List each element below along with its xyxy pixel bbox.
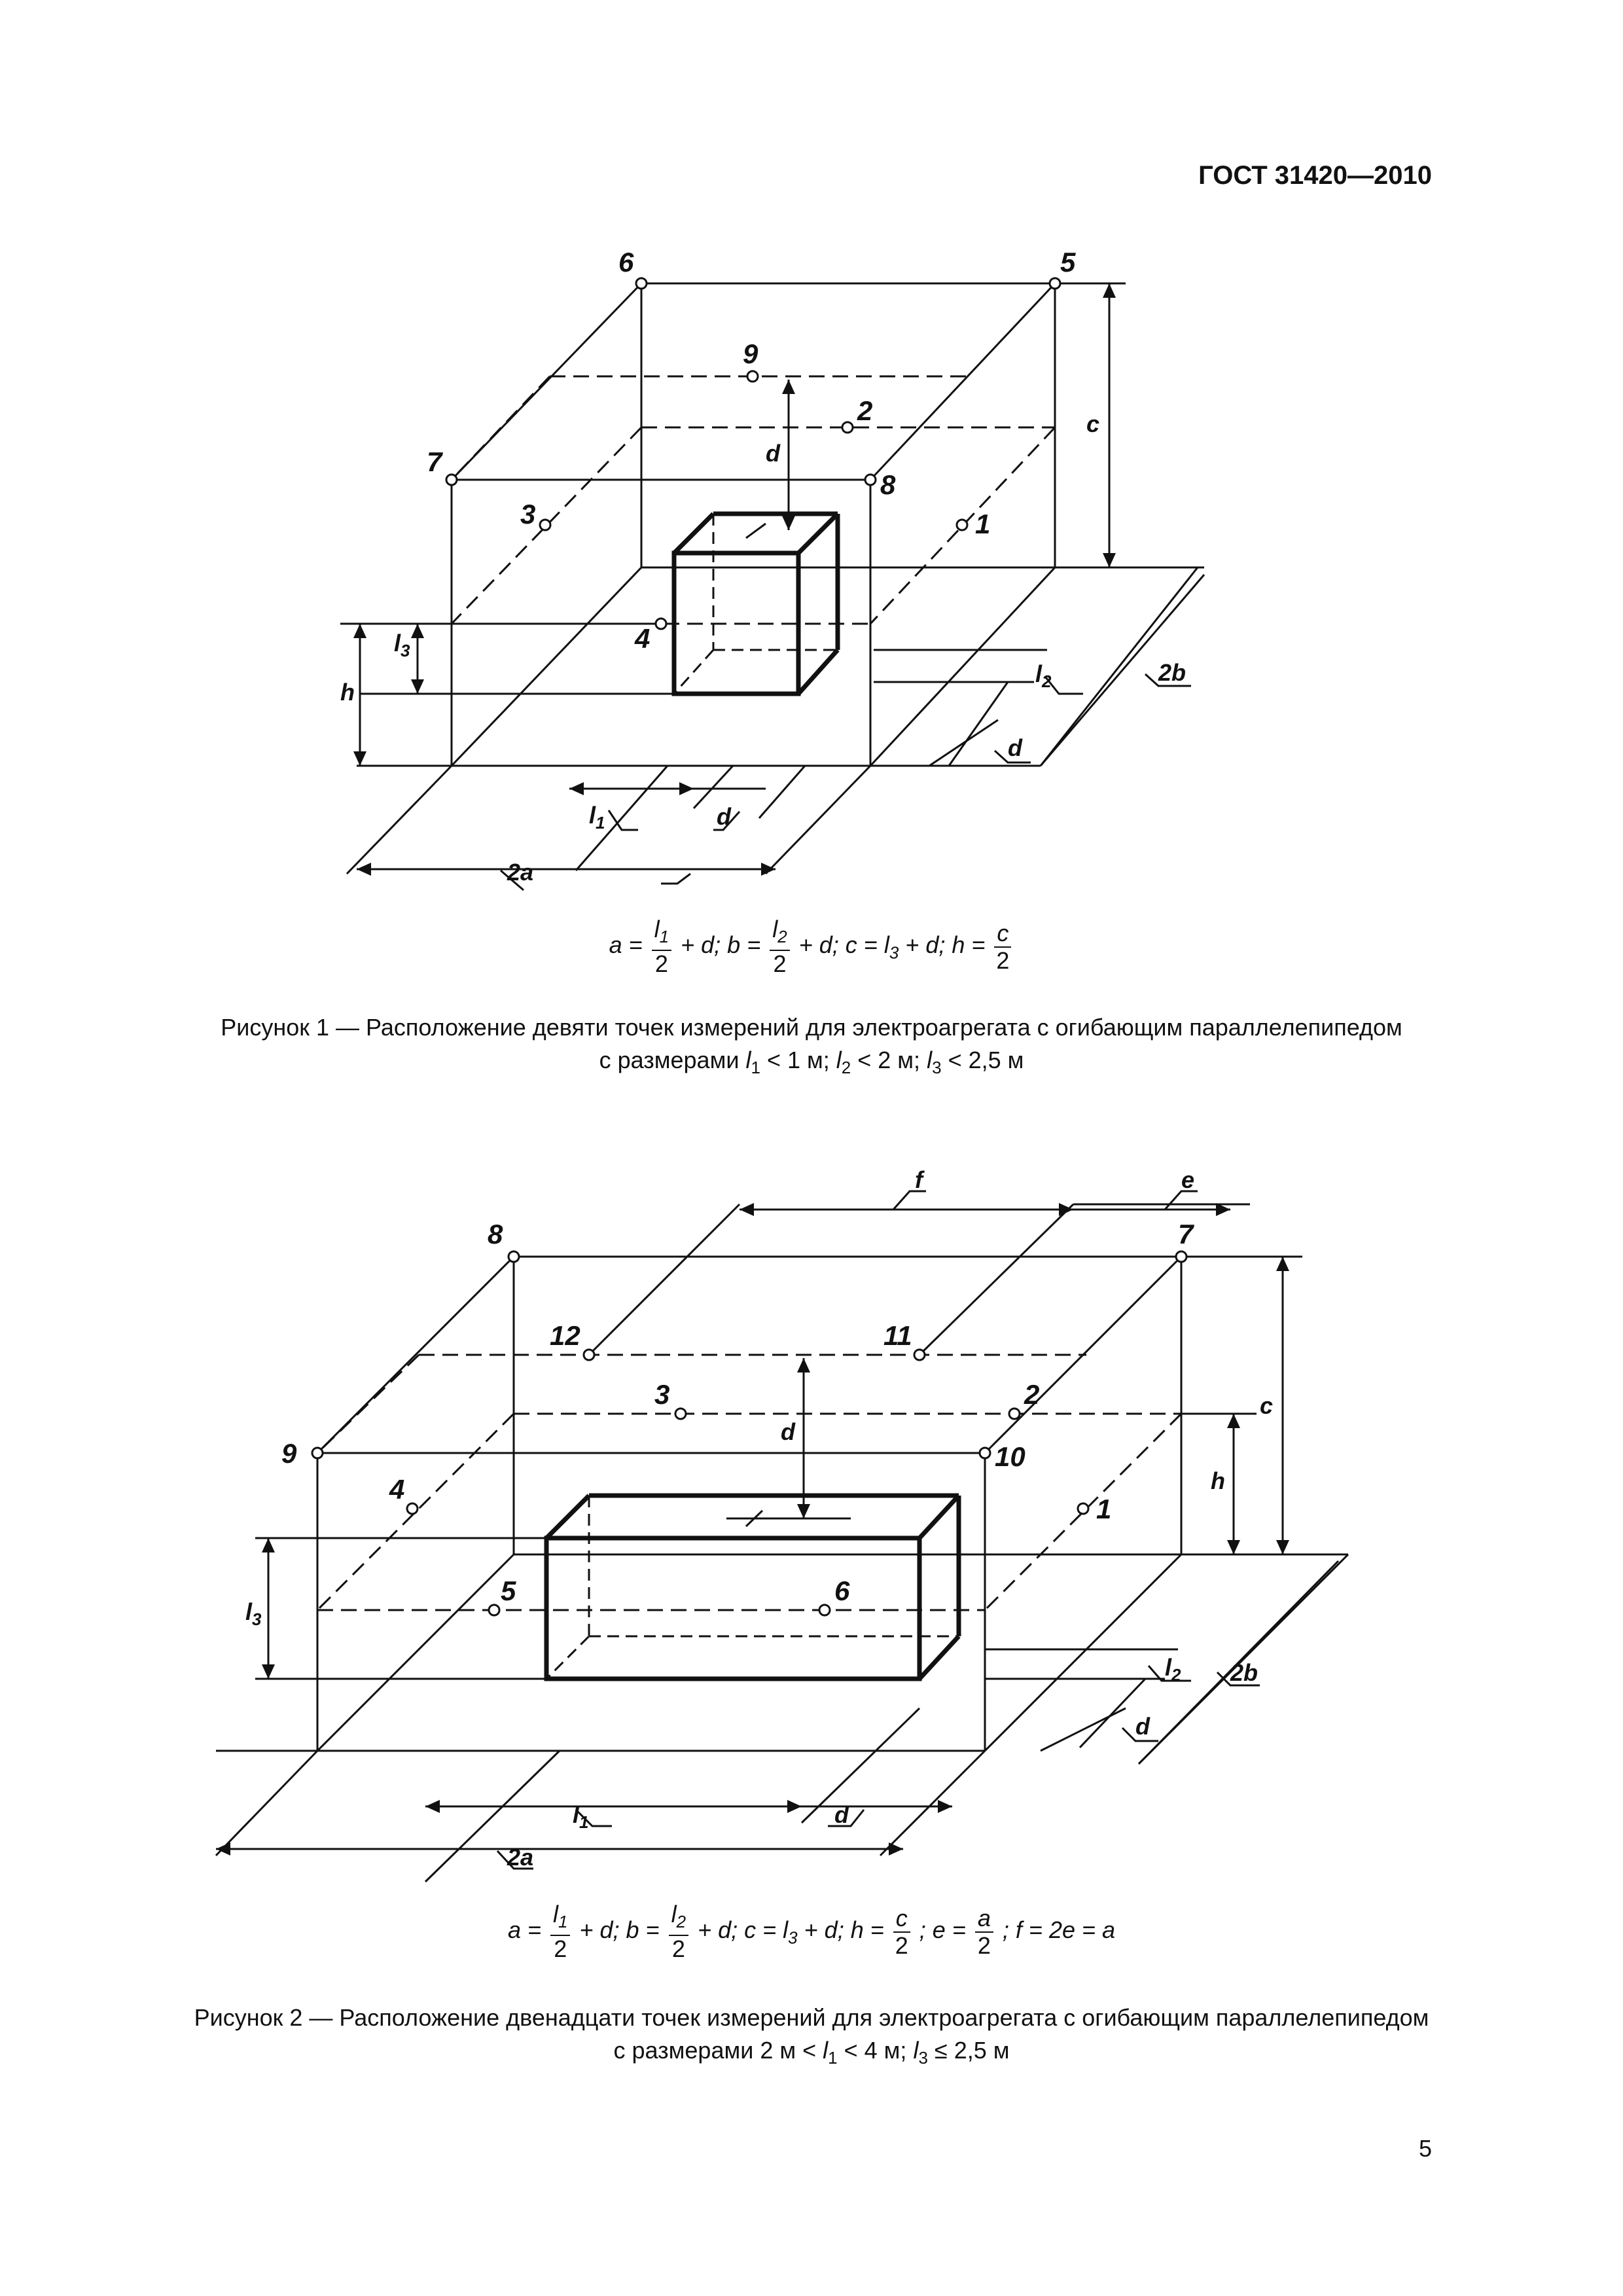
dim-label-l2: l2 (1165, 1654, 1181, 1685)
figure-1-caption-line1: Рисунок 1 — Расположение девяти точек из… (221, 1014, 1402, 1041)
point-label-5: 5 (1060, 247, 1076, 278)
floor-left (450, 566, 643, 767)
point-label-3: 3 (654, 1379, 669, 1410)
dim-label-d-bottom: d (834, 1801, 849, 1828)
dim-label-d-right: d (1135, 1713, 1150, 1740)
dim-label-l1: l1 (589, 802, 605, 833)
dim-label-l3: l3 (394, 630, 410, 660)
box-top-right (869, 282, 1056, 481)
dim-label-d-bottom: d (717, 803, 732, 830)
point-label-9: 9 (743, 338, 758, 369)
point-label-7: 7 (427, 446, 443, 477)
dim-label-d-vertical: d (781, 1418, 796, 1445)
point-label-5: 5 (501, 1575, 516, 1606)
dim-label-h: h (340, 679, 355, 706)
point-label-11: 11 (883, 1320, 912, 1351)
figure-1-caption-line2: с размерами l1 < 1 м; l2 < 2 м; l3 < 2,5… (599, 1047, 1024, 1078)
point-label-3: 3 (520, 499, 535, 529)
point-label-1: 1 (1096, 1494, 1111, 1524)
point-label-9: 9 (281, 1438, 297, 1469)
dim-label-2a: 2a (507, 1844, 533, 1871)
dim-label-h: h (1211, 1467, 1225, 1494)
dim-l2 (948, 681, 1009, 766)
figure-2-caption-line2: с размерами 2 м < l1 < 4 м; l3 ≤ 2,5 м (613, 2037, 1010, 2068)
dim-label-c: c (1260, 1392, 1273, 1419)
point-label-4: 4 (634, 623, 650, 654)
point-label-6: 6 (618, 247, 634, 278)
point-label-1: 1 (975, 509, 990, 539)
dim-2b (1137, 1560, 1340, 1765)
source-box-front (671, 550, 801, 696)
dim-label-d-right: d (1008, 734, 1023, 761)
dim-label-2b: 2b (1158, 659, 1186, 686)
figure-1-caption: Рисунок 1 — Расположение девяти точек из… (0, 1011, 1623, 1084)
point-label-12: 12 (550, 1320, 580, 1351)
dim-label-c: c (1086, 410, 1099, 437)
point-label-2: 2 (1024, 1379, 1039, 1410)
figure-2-diagram: 1 2 3 4 5 6 7 8 9 10 11 12 f e c h d l3 … (215, 1166, 1349, 1883)
dim-label-2b: 2b (1230, 1659, 1258, 1686)
dim-d-right (1040, 1707, 1126, 1752)
floor-right (869, 566, 1056, 767)
dim-2b (1039, 574, 1205, 766)
standard-header: ГОСТ 31420—2010 (1198, 161, 1432, 190)
dim-l2 (1079, 1677, 1147, 1749)
point-label-10: 10 (995, 1441, 1026, 1472)
dim-label-l1: l1 (573, 1801, 588, 1832)
dim-label-d-vertical: d (766, 440, 781, 467)
figure-1-diagram: 1 2 3 4 5 6 7 8 9 c d h l3 l2 2b d l1 d … (340, 247, 1205, 891)
point-label-8: 8 (880, 469, 896, 500)
point-label-7: 7 (1178, 1219, 1194, 1249)
figure-2-caption-line1: Рисунок 2 — Расположение двенадцати точе… (194, 2004, 1429, 2031)
point-label-2: 2 (857, 395, 872, 426)
dim-label-l2: l2 (1035, 660, 1052, 691)
dim-label-2a: 2a (507, 859, 533, 886)
point-label-6: 6 (834, 1575, 850, 1606)
dim-label-l3: l3 (245, 1598, 262, 1629)
dim-d-right (929, 719, 999, 767)
point-label-4: 4 (389, 1474, 404, 1505)
dim-label-f: f (915, 1166, 925, 1193)
point-label-8: 8 (488, 1219, 503, 1249)
page-number: 5 (1418, 2135, 1432, 2162)
dim-label-e: e (1181, 1166, 1194, 1193)
figure-2-caption: Рисунок 2 — Расположение двенадцати точе… (0, 2001, 1623, 2074)
